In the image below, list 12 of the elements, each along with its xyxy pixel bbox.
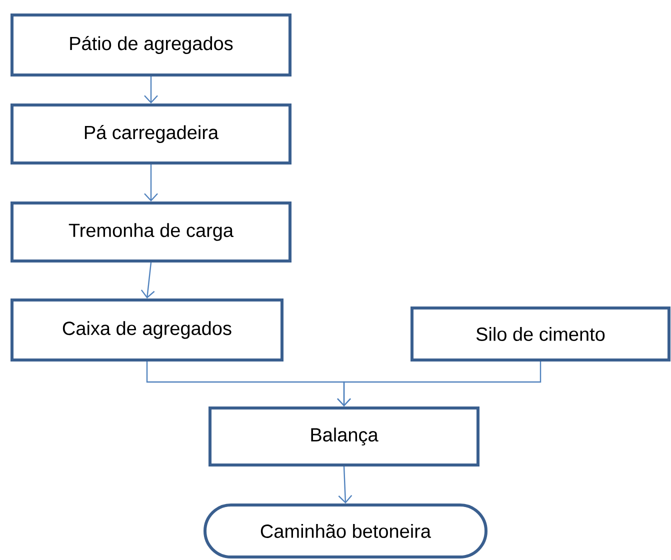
process-box: Silo de cimento <box>410 306 670 362</box>
process-box: Balança <box>208 406 480 466</box>
terminal-box: Caminhão betoneira <box>204 504 488 558</box>
process-box: Tremonha de carga <box>10 202 292 262</box>
arrow <box>140 262 155 298</box>
process-box: Pátio de agregados <box>10 14 292 76</box>
arrow <box>337 362 542 406</box>
arrow <box>144 164 158 202</box>
arrow <box>338 466 352 504</box>
arrow <box>144 76 158 104</box>
process-box: Caixa de agregados <box>10 298 284 362</box>
process-box: Pá carregadeira <box>10 104 292 164</box>
